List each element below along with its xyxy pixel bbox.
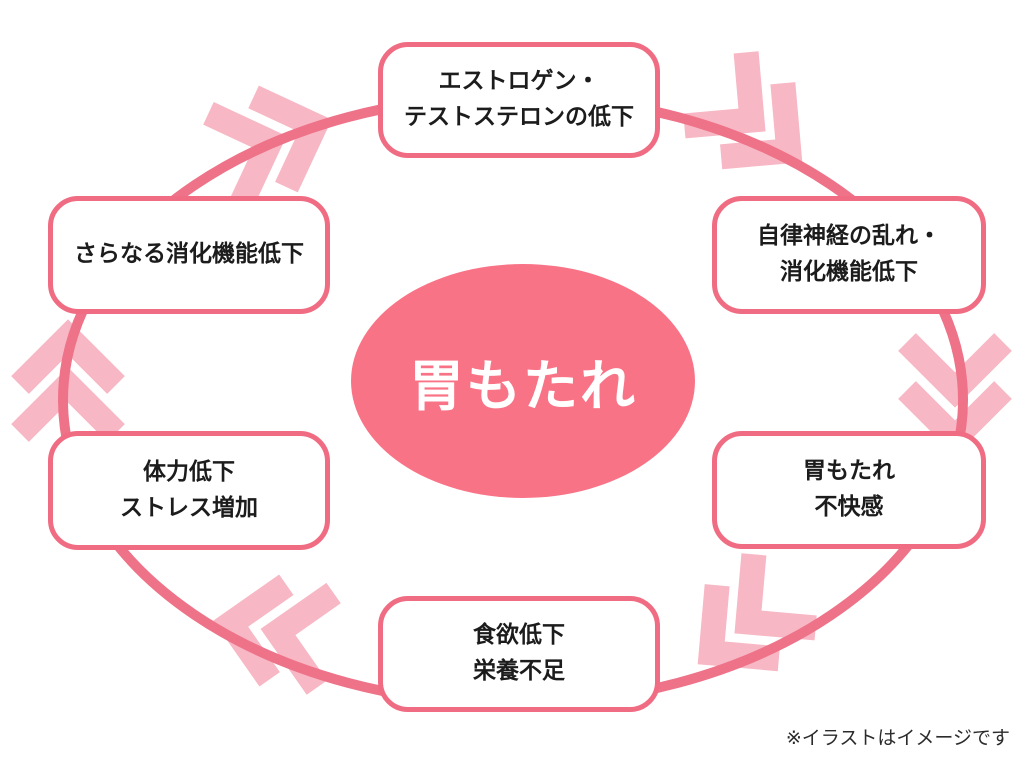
node-label-line: 体力低下 [143,458,235,485]
node-label-line: ストレス増加 [120,494,258,521]
node-label-line: 食欲低下 [473,622,565,649]
node-label-line: 不快感 [814,494,884,520]
node-appetite-loss: 食欲低下 栄養不足 [378,596,660,712]
node-label-line: 自律神経の乱れ・ [757,223,941,250]
node-stamina-decline: 体力低下 ストレス増加 [48,431,330,550]
node-label-line: 消化機能低下 [780,259,918,285]
node-autonomic-disorder: 自律神経の乱れ・ 消化機能低下 [712,196,986,314]
node-stomach-discomfort: 胃もたれ 不快感 [712,431,986,549]
node-label-line: エストロゲン・ [438,68,600,95]
node-further-digestive-decline: さらなる消化機能低下 [48,196,330,314]
node-label-line: 栄養不足 [473,658,565,684]
center-node: 胃もたれ [351,264,695,498]
node-label-line: さらなる消化機能低下 [74,241,304,268]
node-label-line: 胃もたれ [803,458,895,485]
node-hormone-decline: エストロゲン・ テストステロンの低下 [378,42,660,158]
node-label-line: テストステロンの低下 [404,104,634,130]
center-node-label: 胃もたれ [408,354,637,418]
image-disclaimer-caption: ※イラストはイメージです [785,727,1010,749]
chevron-arrow-bottom-right [697,553,817,672]
